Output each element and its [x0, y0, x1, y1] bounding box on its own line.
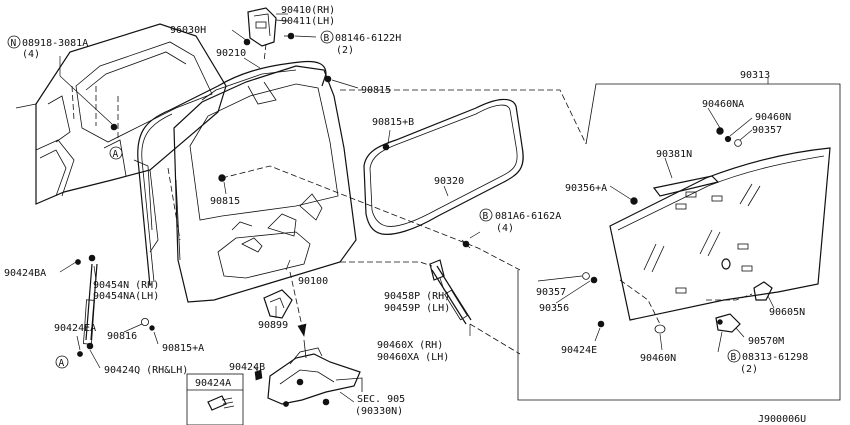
label-08146-qty: (2)	[336, 45, 354, 56]
prefix-B-08146: B	[324, 33, 330, 44]
gas-stay-left	[75, 254, 98, 357]
label-90454N: 90454N (RH)	[93, 280, 159, 291]
nut-90356-icon	[590, 276, 598, 284]
label-90815B: 90815+B	[372, 117, 414, 128]
label-90460XA: 90460XA (LH)	[377, 352, 449, 363]
clip-90460N-icon	[724, 135, 732, 143]
label-90816: 90816	[107, 331, 137, 342]
bolt-96030H-icon	[243, 38, 251, 46]
small-parts-lower-left	[140, 289, 293, 331]
screw-08918-icon	[110, 123, 118, 131]
prefix-N: N	[11, 38, 17, 49]
weatherstrip-90210	[137, 60, 327, 287]
latch-assembly	[254, 339, 363, 407]
hinge-assembly	[110, 7, 332, 131]
cover-90605N-icon	[753, 281, 773, 301]
bolt-90424A-icon	[207, 395, 227, 411]
label-90605N: 90605N	[769, 307, 805, 318]
label-90411: 90411(LH)	[281, 16, 335, 27]
clip-90815A-icon	[149, 325, 155, 331]
label-90357-top: 90357	[752, 125, 782, 136]
label-08146: 08146-6122H	[335, 33, 401, 44]
label-90210: 90210	[216, 48, 246, 59]
callout-A-upper: A	[113, 149, 119, 160]
dashed-assembly-lines	[71, 43, 587, 355]
prefix-B-081A6: B	[483, 211, 489, 222]
bolt-90424E-icon	[597, 320, 605, 328]
label-90381N: 90381N	[656, 149, 692, 160]
label-90460N-top: 90460N	[755, 112, 791, 123]
label-90815-top: 90815	[361, 85, 391, 96]
label-90320: 90320	[434, 176, 464, 187]
nut-90356A-icon	[630, 197, 638, 205]
cap-90460N-bot-icon	[654, 324, 666, 334]
label-90459P: 90459P (LH)	[384, 303, 450, 314]
clip-90357-bot-icon	[582, 272, 590, 280]
prefix-B-08313: B	[731, 352, 737, 363]
callout-markers: A A N B B B	[7, 30, 741, 369]
arrow-to-latch	[289, 271, 307, 337]
label-08313: 08313-61298	[742, 352, 808, 363]
spoiler-90381N-icon	[652, 175, 720, 197]
label-90460NA: 90460NA	[702, 99, 744, 110]
label-90570M: 90570M	[748, 336, 784, 347]
part-labels: 90410(RH) 90411(LH) 96030H 08146-6122H (…	[4, 5, 808, 425]
label-90100: 90100	[298, 276, 328, 287]
back-door-panel	[173, 65, 390, 303]
label-08313-qty: (2)	[740, 364, 758, 375]
label-90815-mid: 90815	[210, 196, 240, 207]
label-90424B: 90424B	[229, 362, 265, 373]
label-96030H: 96030H	[170, 25, 206, 36]
label-90424Q: 90424Q (RH&LH)	[104, 365, 188, 376]
label-08918-qty: (4)	[22, 49, 40, 60]
label-90458P: 90458P (RH)	[384, 291, 450, 302]
bolt-90424B-icon	[254, 369, 263, 381]
label-90899: 90899	[258, 320, 288, 331]
label-90410: 90410(RH)	[281, 5, 335, 16]
diagram-id: J900006U	[758, 414, 806, 425]
callout-A-lower: A	[59, 358, 65, 369]
label-90424E: 90424E	[561, 345, 597, 356]
vehicle-body	[15, 23, 227, 253]
label-90356: 90356	[539, 303, 569, 314]
box-90424A	[186, 373, 244, 425]
bolt-90424EA-icon	[77, 351, 83, 357]
label-90356A: 90356+A	[565, 183, 607, 194]
clip-90816-icon	[140, 317, 149, 326]
label-08918: 08918-3081A	[22, 38, 88, 49]
label-90460X: 90460X (RH)	[377, 340, 443, 351]
bracket-90899-icon	[263, 289, 293, 319]
label-90424EA: 90424EA	[54, 323, 96, 334]
glass-seal-90320	[363, 98, 524, 235]
label-90424BA: 90424BA	[4, 268, 46, 279]
label-90357-bot: 90357	[536, 287, 566, 298]
bolt-90424BA-icon	[75, 259, 81, 265]
leader-lines	[59, 13, 775, 403]
gas-stay-right	[429, 239, 472, 325]
label-081A6: 081A6-6162A	[495, 211, 561, 222]
label-90330N: (90330N)	[355, 406, 403, 417]
label-90460N-bot: 90460N	[640, 353, 676, 364]
glass-subbox	[517, 83, 841, 401]
clip-90357-top-icon	[734, 139, 742, 147]
label-90815A: 90815+A	[162, 343, 204, 354]
label-081A6-qty: (4)	[496, 223, 514, 234]
label-90313: 90313	[740, 70, 770, 81]
label-90424A: 90424A	[195, 378, 231, 389]
label-sec905: SEC. 905	[357, 394, 405, 405]
label-90454NA: 90454NA(LH)	[93, 291, 159, 302]
clip-90460NA-icon	[716, 127, 724, 135]
